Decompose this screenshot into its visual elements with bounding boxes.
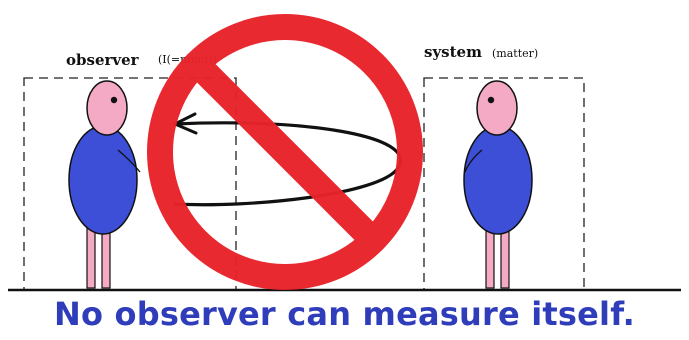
observer-label: observer	[66, 51, 140, 69]
system-note: (matter)	[492, 47, 538, 60]
system-figure	[464, 81, 532, 288]
caption: No observer can measure itself.	[0, 294, 689, 334]
no-sign-icon	[160, 27, 410, 277]
observer-figure	[69, 81, 140, 288]
system-label: system	[424, 43, 482, 61]
